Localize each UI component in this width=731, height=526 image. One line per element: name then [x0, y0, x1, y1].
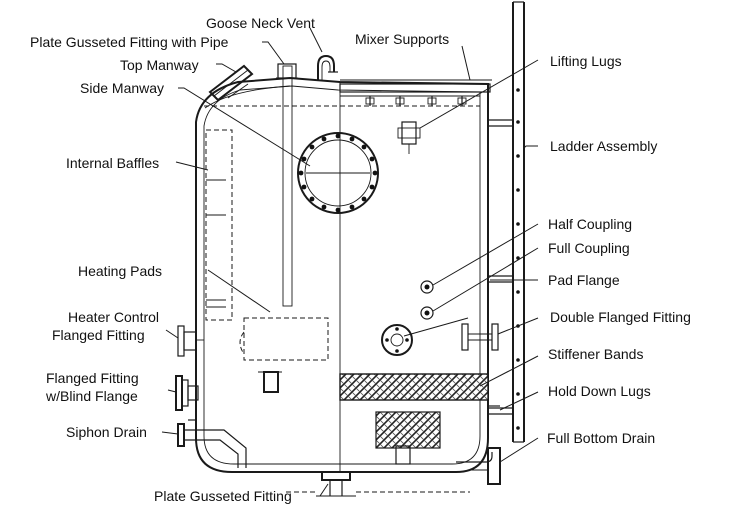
label-heater-control-line2: Flanged Fitting: [52, 327, 145, 343]
internal-baffles: [205, 129, 233, 321]
flanged-fitting-blind: [175, 375, 199, 411]
lug-2: [395, 96, 405, 106]
hold-down-lugs: [188, 405, 500, 421]
label-heating-pads: Heating Pads: [78, 263, 162, 279]
label-full-bottom-drain: Full Bottom Drain: [547, 430, 655, 446]
lug-4: [457, 96, 467, 106]
half-coupling: [420, 280, 434, 294]
label-top-manway: Top Manway: [120, 57, 199, 73]
label-side-manway: Side Manway: [80, 80, 164, 96]
full-bottom-drain: [456, 447, 501, 485]
label-plate-gusseted-fitting: Plate Gusseted Fitting: [154, 488, 292, 504]
label-mixer-supports: Mixer Supports: [355, 31, 449, 47]
label-stiffener-bands: Stiffener Bands: [548, 346, 643, 362]
callout-labels: Goose Neck Vent Plate Gusseted Fitting w…: [30, 15, 691, 504]
label-double-flanged-fitting: Double Flanged Fitting: [550, 309, 691, 325]
pad-flange: [381, 324, 413, 356]
label-pad-flange: Pad Flange: [548, 272, 620, 288]
stiffener-band: [339, 373, 489, 401]
label-goose-neck-vent: Goose Neck Vent: [206, 15, 315, 31]
label-siphon-drain: Siphon Drain: [66, 424, 147, 440]
label-full-coupling: Full Coupling: [548, 240, 630, 256]
top-manway: [208, 64, 254, 102]
leader-lines: [161, 27, 539, 497]
heating-pads: [239, 317, 329, 361]
label-flanged-fitting-blind-line2: w/Blind Flange: [45, 388, 138, 404]
label-flanged-fitting-blind-line1: Flanged Fitting: [46, 370, 139, 386]
label-half-coupling: Half Coupling: [548, 216, 632, 232]
goose-neck-vent: [317, 54, 338, 80]
heater-element: [258, 371, 282, 393]
label-internal-baffles: Internal Baffles: [66, 155, 159, 171]
siphon-drain: [177, 423, 247, 468]
manway-bolts: [298, 133, 378, 213]
double-flanged-fitting: [461, 323, 499, 351]
label-heater-control-line1: Heater Control: [68, 309, 159, 325]
side-manway: [297, 132, 379, 214]
lifting-lugs: [365, 96, 467, 154]
label-ladder-assembly: Ladder Assembly: [550, 138, 657, 154]
tank-shell: [195, 76, 489, 473]
lower-block: [375, 411, 441, 465]
label-lifting-lugs: Lifting Lugs: [550, 53, 622, 69]
ladder-assembly: [488, 1, 525, 443]
plate-gusseted-fitting-bottom: [316, 471, 356, 497]
lug-1: [365, 96, 375, 106]
internal-pipe: [276, 63, 298, 307]
full-coupling: [420, 306, 434, 320]
heater-control-fitting: [177, 325, 204, 357]
label-hold-down-lugs: Hold Down Lugs: [548, 383, 651, 399]
label-plate-gusseted-fitting-with-pipe: Plate Gusseted Fitting with Pipe: [30, 34, 229, 50]
lug-3: [427, 96, 437, 106]
